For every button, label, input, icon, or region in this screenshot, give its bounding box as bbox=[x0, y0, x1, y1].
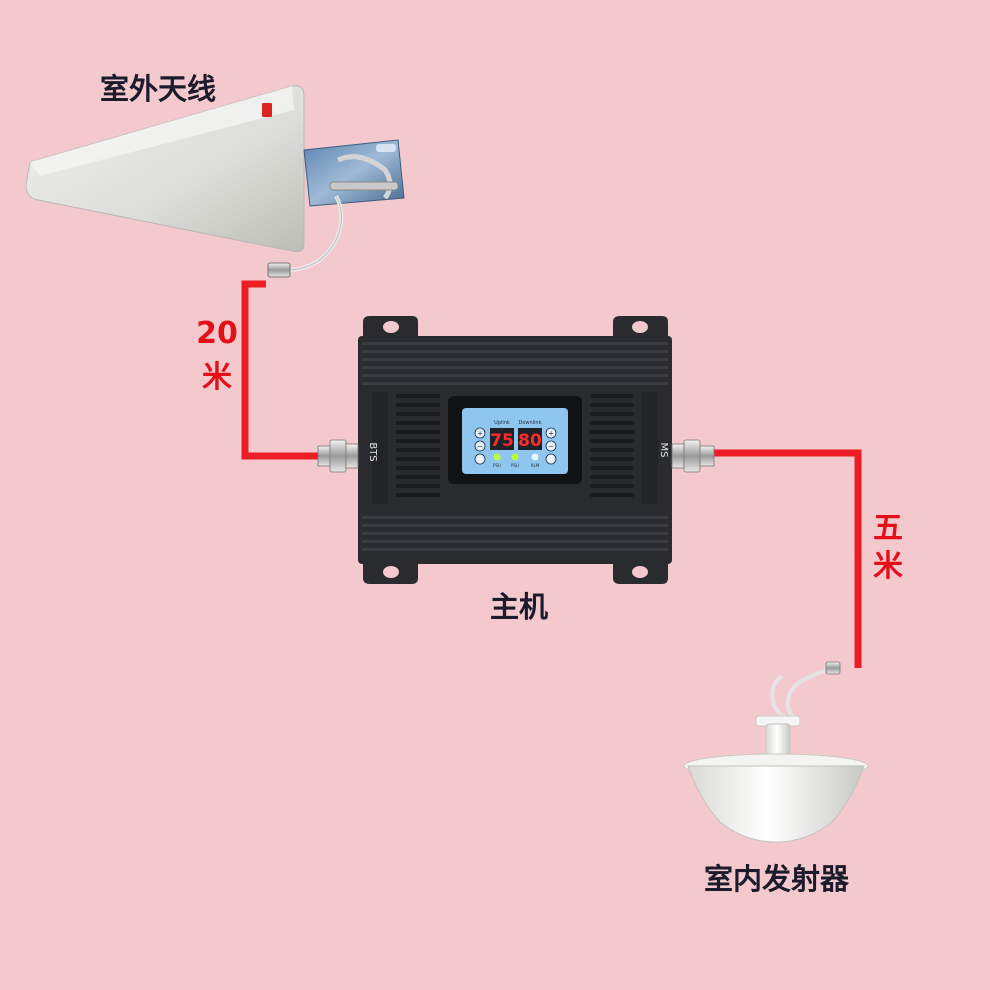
svg-text:−: − bbox=[477, 443, 483, 451]
cable-indoor-length-label: 五 米 bbox=[873, 511, 903, 584]
cable-indoor bbox=[714, 449, 862, 668]
led-psu-2 bbox=[511, 453, 519, 461]
downlink-gain-buttons[interactable]: + − bbox=[545, 427, 557, 452]
host-unit-label: 主机 bbox=[490, 590, 549, 624]
left-aux-button[interactable] bbox=[474, 453, 486, 465]
led-1-label: PSU bbox=[493, 463, 501, 468]
host-unit-device: 75 80 Uplink Downlink + − + − PSU PSU AL… bbox=[358, 316, 672, 584]
downlink-label: Downlink bbox=[518, 420, 541, 426]
mount-tab-top-left bbox=[363, 316, 418, 338]
right-aux-button[interactable] bbox=[545, 453, 557, 465]
outdoor-antenna-label: 室外天线 bbox=[100, 72, 217, 106]
indoor-transmitter-label: 室内发射器 bbox=[704, 862, 850, 896]
ms-connector bbox=[671, 439, 715, 473]
display-screen bbox=[462, 408, 568, 474]
downlink-digit-panel bbox=[518, 428, 542, 450]
downlink-value: 80 bbox=[518, 431, 542, 451]
outdoor-antenna-image bbox=[25, 85, 405, 278]
svg-text:+: + bbox=[477, 430, 483, 438]
svg-text:+: + bbox=[548, 430, 554, 438]
uplink-digit-panel bbox=[490, 428, 514, 450]
uplink-gain-buttons[interactable]: + − bbox=[474, 427, 486, 452]
uplink-value: 75 bbox=[490, 431, 514, 451]
cable-outdoor bbox=[241, 280, 318, 460]
led-3-label: ALM bbox=[531, 463, 540, 468]
uplink-label: Uplink bbox=[494, 420, 510, 426]
indoor-antenna-image bbox=[683, 661, 869, 843]
mount-tab-bottom-left bbox=[363, 562, 418, 584]
mount-tab-bottom-right bbox=[613, 562, 668, 584]
led-psu-1 bbox=[493, 453, 501, 461]
led-2-label: PSU bbox=[511, 463, 519, 468]
port-ms-label: MS bbox=[658, 443, 669, 458]
mount-tab-top-right bbox=[613, 316, 668, 338]
svg-text:−: − bbox=[548, 443, 554, 451]
led-alm bbox=[531, 453, 539, 461]
bts-connector bbox=[317, 439, 359, 473]
port-bts-label: BTS bbox=[367, 442, 378, 461]
cable-outdoor-length-label: 20 米 bbox=[196, 316, 238, 395]
